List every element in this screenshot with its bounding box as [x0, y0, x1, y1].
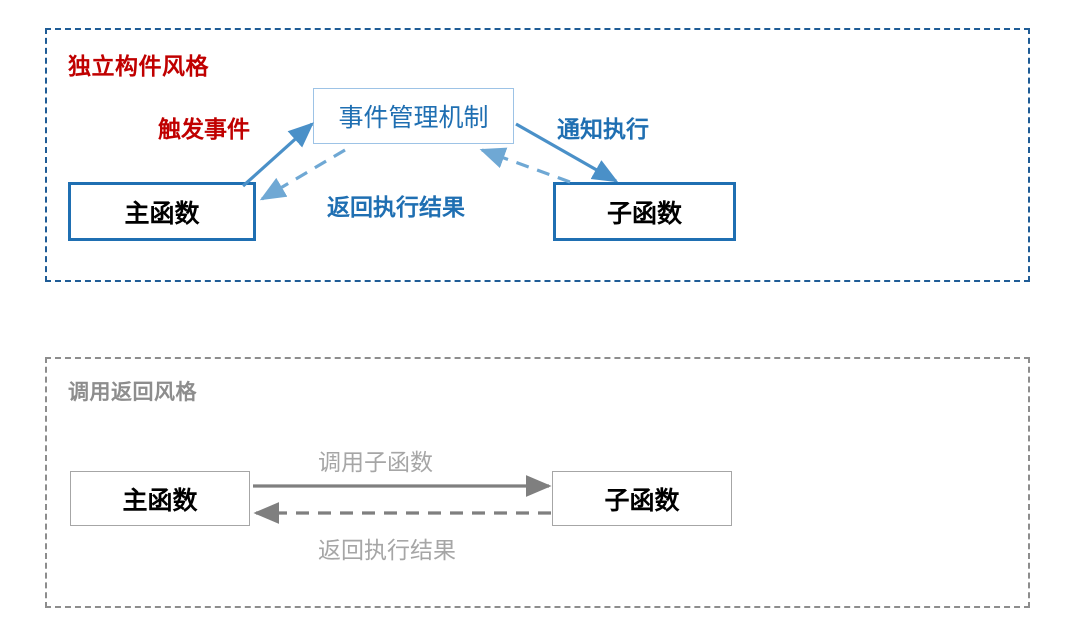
node-main-function-top-label: 主函数	[124, 199, 200, 228]
node-sub-function-top[interactable]: 子函数	[553, 182, 736, 241]
node-sub-function-bottom-label: 子函数	[604, 486, 680, 515]
panel-call-return-style	[45, 357, 1030, 608]
node-event-manager-label: 事件管理机制	[338, 104, 489, 132]
panel-call-return-style-title: 调用返回风格	[68, 381, 197, 404]
edge-label-trigger-event: 触发事件	[158, 116, 250, 142]
edge-label-return-result-top: 返回执行结果	[327, 194, 465, 220]
panel-component-style-title: 独立构件风格	[68, 53, 209, 79]
node-sub-function-top-label: 子函数	[606, 199, 682, 228]
node-main-function-bottom-label: 主函数	[122, 486, 198, 515]
edge-label-call-subfunction: 调用子函数	[318, 449, 433, 475]
node-event-manager[interactable]: 事件管理机制	[313, 88, 514, 144]
edge-label-return-result-bottom: 返回执行结果	[318, 537, 456, 563]
edge-label-notify-execute: 通知执行	[557, 116, 649, 142]
panel-component-style	[45, 28, 1030, 282]
node-main-function-top[interactable]: 主函数	[68, 182, 256, 241]
node-sub-function-bottom[interactable]: 子函数	[552, 471, 732, 526]
node-main-function-bottom[interactable]: 主函数	[70, 471, 250, 526]
